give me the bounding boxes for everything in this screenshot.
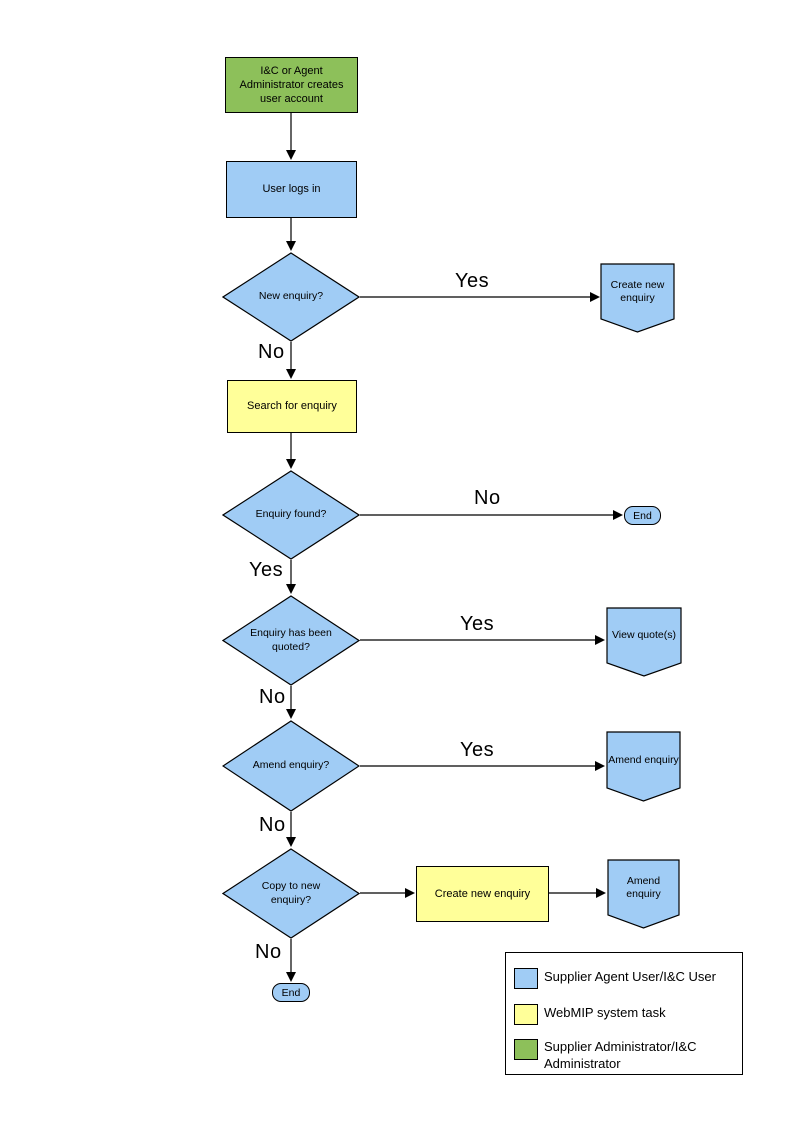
task-create-new-enquiry: Create new enquiry [416,866,549,922]
edge-amend-no [286,812,296,847]
diamond-shape [222,595,360,686]
decision-enquiry-quoted: Enquiry has been quoted? [222,595,360,686]
edge-label-yes-new-enquiry: Yes [455,270,490,292]
offpage-create-new-enquiry: Create new enquiry [600,263,675,333]
diamond-shape [222,470,360,560]
legend-swatch-system [514,1004,538,1025]
edge-found-no [360,510,623,520]
offpage-view-quotes-label: View quote(s) [611,629,676,642]
edge-search-to-found [286,433,296,469]
decision-copy-to-new-enquiry: Copy to new enquiry? [222,848,360,939]
edge-amend-yes [360,761,605,771]
legend-label-user: Supplier Agent User/I&C User [544,969,716,984]
terminator-end-2: End [272,983,310,1002]
offpage-shape [606,607,682,677]
terminator-end-1-label: End [633,509,652,522]
decision-new-enquiry: New enquiry? [222,252,360,342]
offpage-create-new-enquiry-label: Create new enquiry [610,278,665,304]
edge-label-yes-quoted: Yes [460,613,495,635]
offpage-amend-enquiry-2: Amend enquiry [607,859,680,929]
edge-login-to-new-enquiry [286,218,296,251]
offpage-amend-enquiry-1-label: Amend enquiry [608,753,679,766]
decision-enquiry-found-label: Enquiry found? [255,508,327,521]
edge-found-yes [286,560,296,594]
legend: Supplier Agent User/I&C User WebMIP syst… [505,952,743,1075]
process-user-logs-in: User logs in [226,161,357,218]
process-create-user-account: I&C or Agent Administrator creates user … [225,57,358,113]
decision-amend-enquiry: Amend enquiry? [222,720,360,812]
task-search-for-enquiry-label: Search for enquiry [247,400,337,413]
edge-create-account-to-login [286,113,296,160]
offpage-amend-enquiry-1: Amend enquiry [606,731,681,802]
decision-copy-to-new-enquiry-label: Copy to new enquiry? [261,880,321,906]
terminator-end-1: End [624,506,661,525]
edge-label-no-amend: No [259,814,286,836]
diamond-shape [222,848,360,939]
diamond-shape [222,252,360,342]
offpage-shape [607,859,680,929]
task-create-new-enquiry-label: Create new enquiry [434,887,531,900]
edge-label-no-new-enquiry: No [258,341,285,363]
edge-label-no-copy: No [255,941,282,963]
edge-copy-yes [360,888,415,898]
offpage-view-quotes: View quote(s) [606,607,682,677]
decision-new-enquiry-label: New enquiry? [258,290,324,303]
edge-quoted-yes [360,635,605,645]
edge-new-enquiry-yes [360,292,600,302]
edge-quoted-no [286,686,296,719]
legend-swatch-user [514,968,538,989]
terminator-end-2-label: End [281,986,301,999]
decision-enquiry-quoted-label: Enquiry has been quoted? [250,627,332,653]
legend-label-system: WebMIP system task [544,1005,666,1020]
decision-amend-enquiry-label: Amend enquiry? [252,759,330,772]
edge-label-no-enquiry-found: No [474,487,501,509]
edge-label-yes-enquiry-found: Yes [249,559,284,581]
edge-new-enquiry-no [286,342,296,379]
edge-create-task-to-amend [549,888,606,898]
edge-copy-no [286,939,296,982]
offpage-amend-enquiry-2-label: Amend enquiry [626,874,661,900]
offpage-shape [600,263,675,333]
diamond-shape [222,720,360,812]
process-create-user-account-label: I&C or Agent Administrator creates user … [239,64,344,106]
legend-swatch-admin [514,1039,538,1060]
process-user-logs-in-label: User logs in [262,183,321,196]
task-search-for-enquiry: Search for enquiry [227,380,357,433]
decision-enquiry-found: Enquiry found? [222,470,360,560]
edge-label-no-quoted: No [259,686,286,708]
legend-label-admin: Supplier Administrator/I&C Administrator [544,1039,697,1071]
offpage-shape [606,731,681,802]
edge-label-yes-amend: Yes [460,739,495,761]
